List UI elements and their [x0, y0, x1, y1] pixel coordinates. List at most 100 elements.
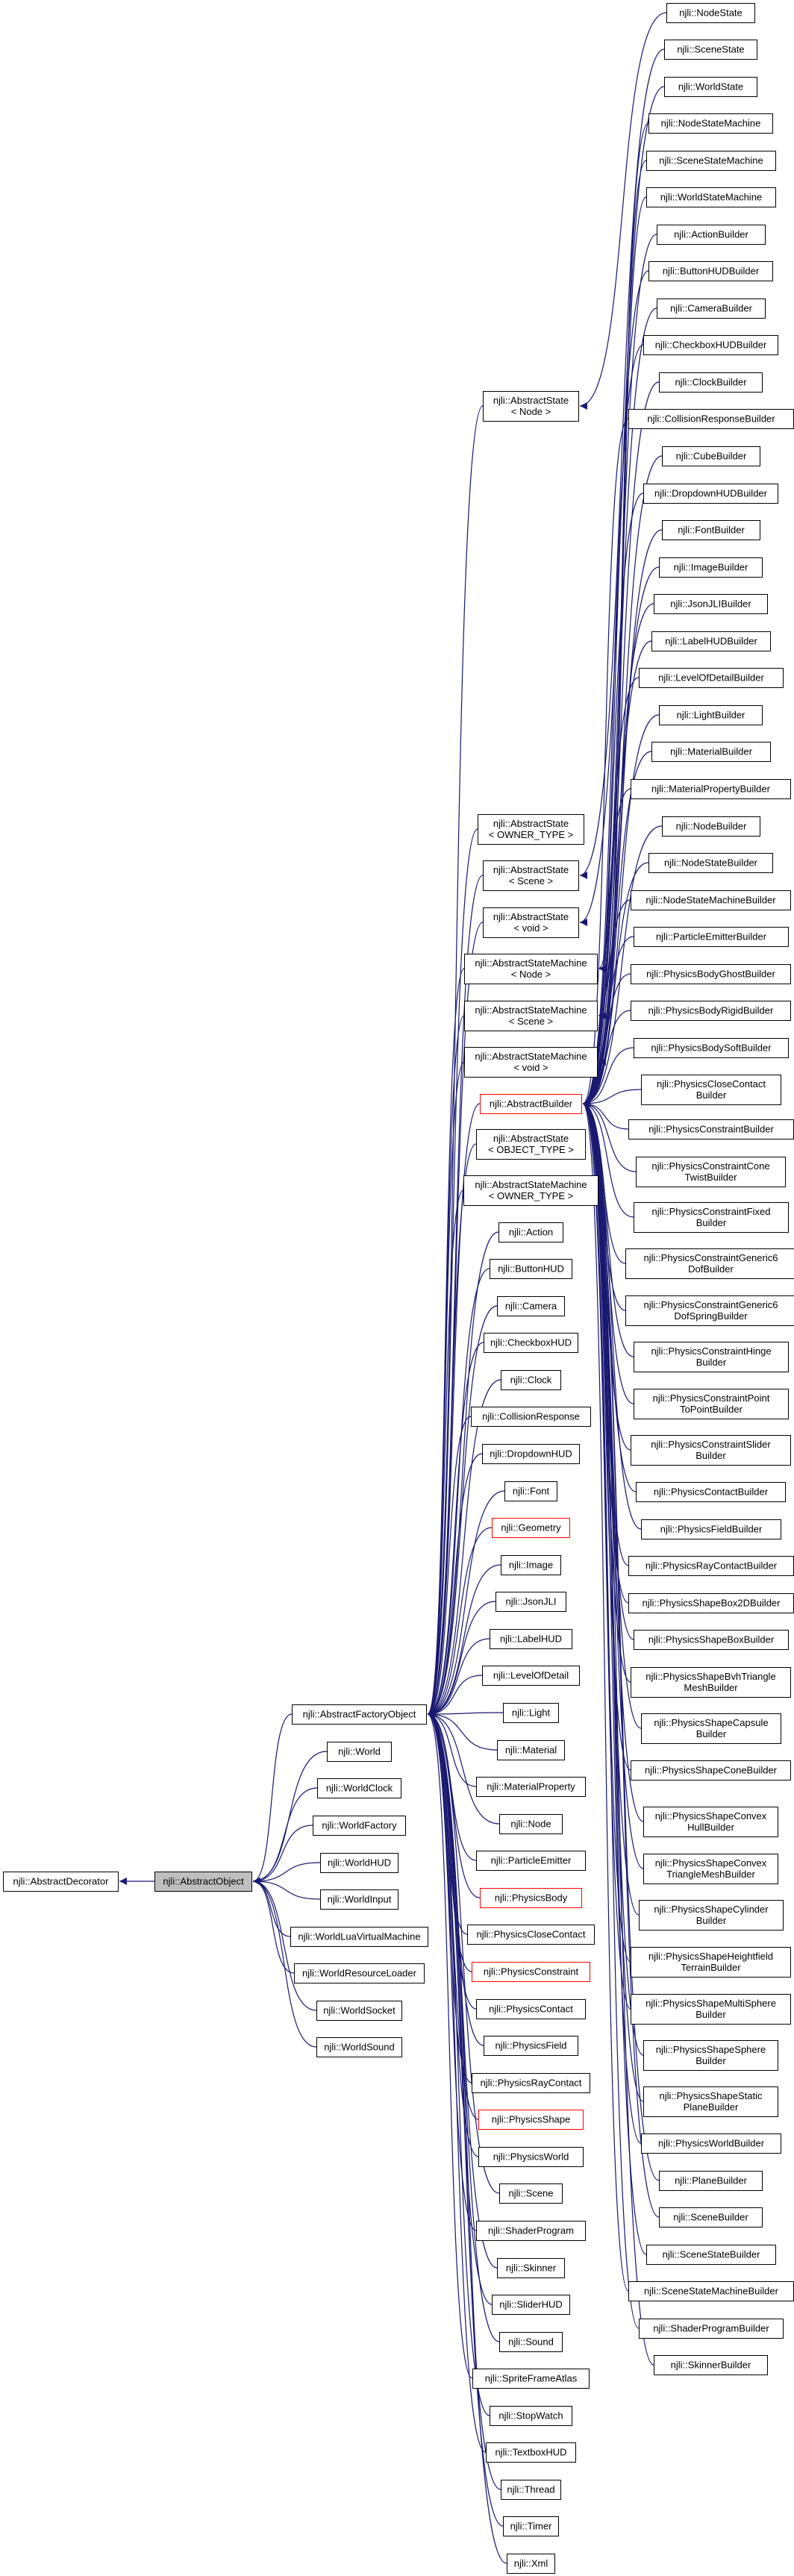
class-node-physicscontactbuilder[interactable]: njli::PhysicsContactBuilder	[636, 1482, 786, 1502]
class-node-abstractdecorator[interactable]: njli::AbstractDecorator	[3, 1872, 119, 1892]
class-box[interactable]	[631, 964, 791, 984]
class-box[interactable]	[503, 2516, 559, 2536]
class-box[interactable]	[320, 1853, 398, 1873]
class-box[interactable]	[648, 113, 773, 134]
class-box[interactable]	[463, 1175, 598, 1206]
class-node-camera[interactable]: njli::Camera	[497, 1296, 565, 1316]
class-box[interactable]	[636, 1482, 786, 1502]
class-node-action[interactable]: njli::Action	[498, 1222, 563, 1242]
class-node-planebuilder[interactable]: njli::PlaneBuilder	[659, 2171, 763, 2191]
class-box[interactable]	[154, 1872, 252, 1892]
class-node-timer[interactable]: njli::Timer	[503, 2516, 559, 2536]
class-box[interactable]	[631, 1994, 791, 2025]
class-node-physicsbodysoftbuilder[interactable]: njli::PhysicsBodySoftBuilder	[634, 1038, 789, 1058]
class-box[interactable]	[499, 1814, 563, 1834]
class-box[interactable]	[478, 814, 584, 845]
class-box[interactable]	[628, 1119, 794, 1139]
class-node-physicsconstraintgeneric6-dofspringbuilder[interactable]: njli::PhysicsConstraintGeneric6DofSpring…	[625, 1295, 794, 1326]
class-box[interactable]	[646, 2245, 776, 2265]
class-box[interactable]	[625, 1295, 794, 1326]
class-node-textboxhud[interactable]: njli::TextboxHUD	[486, 2442, 576, 2463]
class-node-spriteframeatlas[interactable]: njli::SpriteFrameAtlas	[472, 2369, 590, 2389]
class-node-cubebuilder[interactable]: njli::CubeBuilder	[662, 446, 760, 466]
class-box[interactable]	[503, 1703, 559, 1723]
class-node-font[interactable]: njli::Font	[504, 1481, 557, 1501]
class-box[interactable]	[659, 705, 763, 725]
class-node-abstractstate-owner-type[interactable]: njli::AbstractState< OWNER_TYPE >	[478, 814, 584, 845]
class-box[interactable]	[631, 890, 791, 910]
class-node-materialpropertybuilder[interactable]: njli::MaterialPropertyBuilder	[631, 779, 791, 799]
class-box[interactable]	[641, 1519, 781, 1539]
class-box[interactable]	[657, 225, 766, 245]
class-node-sound[interactable]: njli::Sound	[499, 2332, 563, 2352]
class-box[interactable]	[648, 261, 773, 281]
class-node-physicsshape[interactable]: njli::PhysicsShape	[478, 2110, 584, 2130]
class-box[interactable]	[490, 1259, 572, 1279]
class-node-scene[interactable]: njli::Scene	[499, 2183, 563, 2204]
class-box[interactable]	[501, 2480, 561, 2500]
class-box[interactable]	[634, 1630, 789, 1650]
class-box[interactable]	[654, 2355, 768, 2375]
class-box[interactable]	[662, 446, 760, 466]
class-node-worldclock[interactable]: njli::WorldClock	[317, 1778, 401, 1798]
class-node-worldinput[interactable]: njli::WorldInput	[320, 1889, 398, 1910]
class-node-worldstatemachine[interactable]: njli::WorldStateMachine	[646, 187, 776, 207]
class-box[interactable]	[464, 954, 598, 984]
class-box[interactable]	[666, 3, 755, 23]
class-box[interactable]	[313, 1816, 406, 1836]
class-node-worldresourceloader[interactable]: njli::WorldResourceLoader	[294, 1963, 425, 1983]
class-node-physicsfieldbuilder[interactable]: njli::PhysicsFieldBuilder	[641, 1519, 781, 1539]
class-node-nodebuilder[interactable]: njli::NodeBuilder	[662, 816, 760, 837]
class-box[interactable]	[631, 1001, 791, 1021]
class-box[interactable]	[496, 1592, 566, 1612]
class-node-abstractbuilder[interactable]: njli::AbstractBuilder	[480, 1094, 582, 1114]
class-node-abstractstatemachine-node[interactable]: njli::AbstractStateMachine< Node >	[464, 954, 598, 984]
class-node-physicsraycontactbuilder[interactable]: njli::PhysicsRayContactBuilder	[628, 1556, 794, 1576]
class-box[interactable]	[631, 1947, 791, 1978]
class-box[interactable]	[476, 1851, 586, 1871]
class-node-physicsraycontact[interactable]: njli::PhysicsRayContact	[472, 2073, 590, 2093]
class-node-scenestate[interactable]: njli::SceneState	[664, 40, 757, 60]
class-box[interactable]	[648, 853, 773, 873]
class-box[interactable]	[290, 1927, 428, 1947]
class-node-thread[interactable]: njli::Thread	[501, 2480, 561, 2500]
class-node-nodestatemachinebuilder[interactable]: njli::NodeStateMachineBuilder	[631, 890, 791, 910]
class-node-abstractobject[interactable]: njli::AbstractObject	[154, 1872, 252, 1892]
class-node-abstractstatemachine-scene[interactable]: njli::AbstractStateMachine< Scene >	[464, 1001, 598, 1031]
class-box[interactable]	[662, 520, 760, 540]
class-box[interactable]	[292, 1704, 427, 1725]
class-node-scenestatemachine[interactable]: njli::SceneStateMachine	[646, 151, 776, 171]
class-box[interactable]	[476, 1777, 586, 1797]
class-node-physicscontact[interactable]: njli::PhysicsContact	[476, 1999, 586, 2019]
class-box[interactable]	[639, 2319, 784, 2339]
class-box[interactable]	[497, 1740, 565, 1760]
class-box[interactable]	[492, 2295, 570, 2315]
class-box[interactable]	[651, 631, 771, 651]
class-box[interactable]	[507, 2554, 555, 2574]
class-node-shaderprogrambuilder[interactable]: njli::ShaderProgramBuilder	[639, 2319, 784, 2339]
class-node-imagebuilder[interactable]: njli::ImageBuilder	[659, 557, 763, 578]
class-box[interactable]	[464, 1047, 598, 1078]
class-box[interactable]	[646, 187, 776, 207]
class-node-physicsconstraintgeneric6-dofbuilder[interactable]: njli::PhysicsConstraintGeneric6DofBuilde…	[625, 1248, 794, 1279]
class-box[interactable]	[631, 1667, 791, 1698]
class-box[interactable]	[484, 2036, 578, 2056]
class-box[interactable]	[643, 1807, 778, 1837]
class-node-image[interactable]: njli::Image	[501, 1555, 561, 1575]
class-node-shaderprogram[interactable]: njli::ShaderProgram	[476, 2221, 586, 2241]
class-node-worldhud[interactable]: njli::WorldHUD	[320, 1853, 398, 1873]
class-box[interactable]	[499, 2332, 563, 2352]
class-node-buttonhudbuilder[interactable]: njli::ButtonHUDBuilder	[648, 261, 773, 281]
class-node-physicsclosecontact[interactable]: njli::PhysicsCloseContact	[467, 1925, 595, 1945]
class-box[interactable]	[631, 1760, 791, 1781]
class-box[interactable]	[476, 1999, 586, 2019]
class-node-nodestatemachine[interactable]: njli::NodeStateMachine	[648, 113, 773, 134]
